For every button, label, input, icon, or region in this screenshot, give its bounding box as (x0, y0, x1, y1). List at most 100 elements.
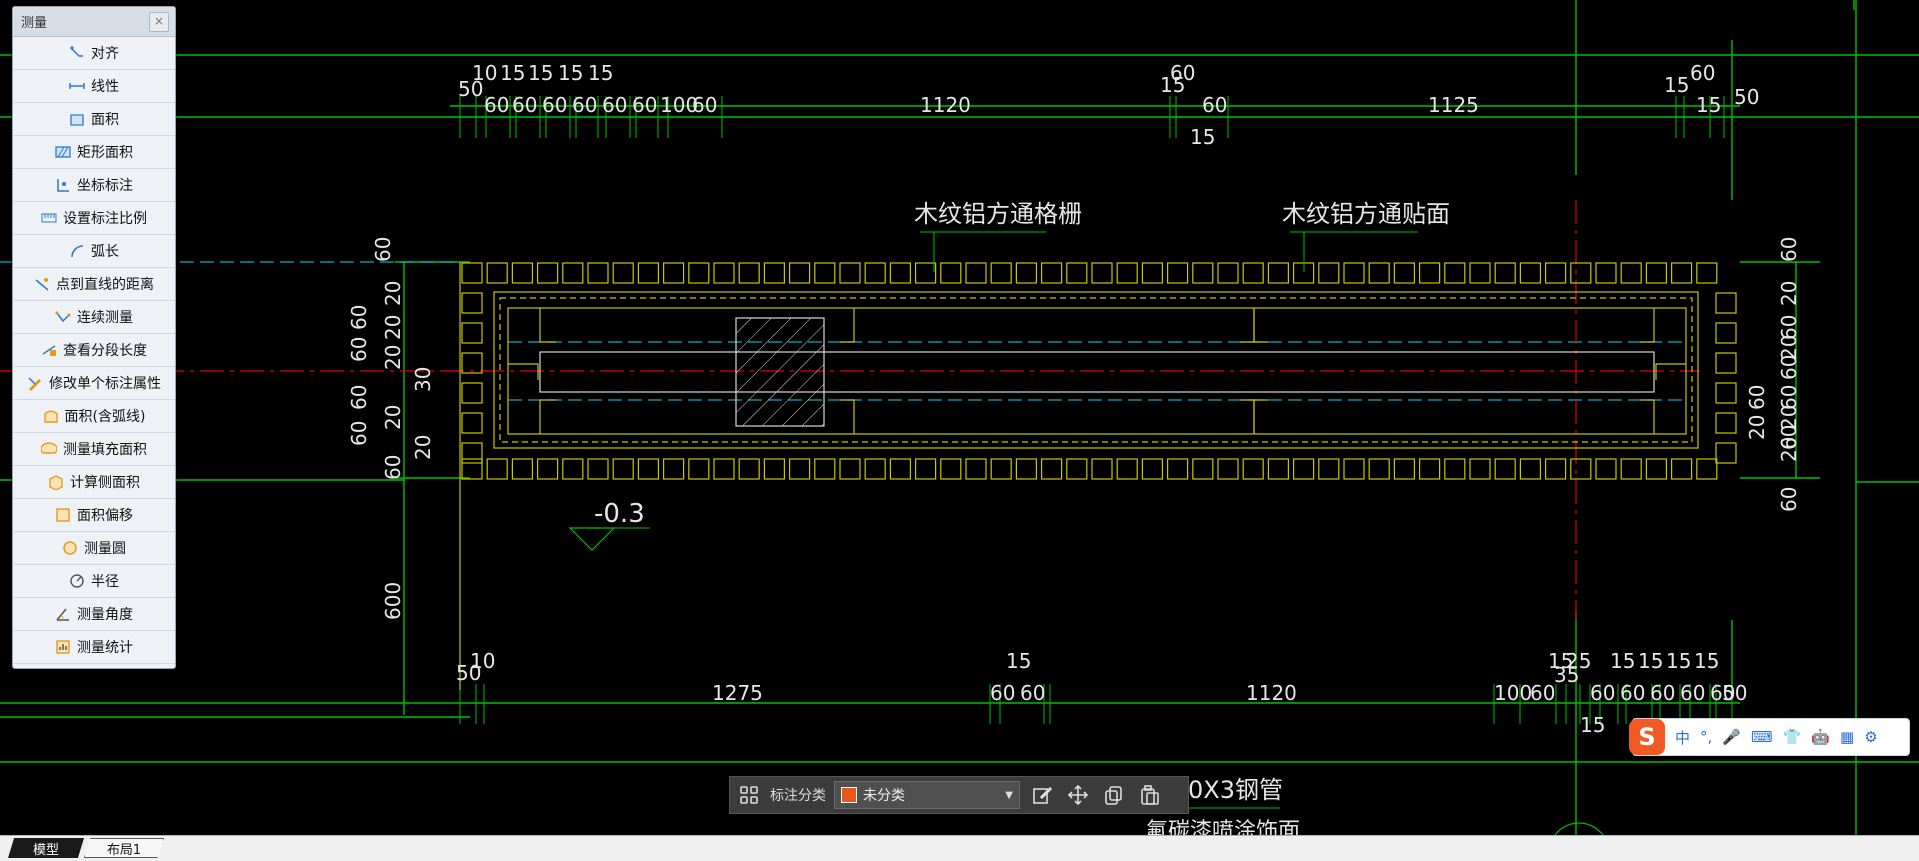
measure-tool-item[interactable]: 测量填充面积 (13, 433, 175, 466)
measure-tool-item[interactable]: 计算侧面积 (13, 466, 175, 499)
grille-slat (1418, 458, 1441, 480)
grille-slat (1066, 458, 1088, 480)
ime-chinese-mode[interactable]: 中 (1675, 728, 1691, 747)
edit-icon[interactable] (1028, 781, 1056, 809)
dim-top-text: 10 (472, 61, 497, 85)
grid-icon[interactable] (736, 782, 762, 808)
grille-slat (536, 458, 559, 480)
segment-icon (41, 342, 57, 358)
measure-tool-item[interactable]: 设置标注比例 (13, 202, 175, 235)
measure-tool-item[interactable]: 线性 (13, 70, 175, 103)
pipe-label: 0X3钢管 (1188, 776, 1283, 804)
tab-model[interactable]: 模型 (8, 838, 84, 858)
measure-tool-item[interactable]: 对齐 (13, 37, 175, 70)
microphone-icon[interactable]: 🎤 (1722, 728, 1741, 746)
dim-right-text: 60 (1777, 487, 1801, 512)
toolbox-icon[interactable]: ▦ (1840, 728, 1855, 746)
dim-right-text: 20 (1777, 335, 1801, 360)
dim-top-text: 50 (1734, 85, 1759, 109)
ime-logo[interactable]: S (1629, 719, 1665, 755)
dim-top-text: 60 (572, 93, 597, 117)
dim-left-text: 60 (347, 337, 371, 362)
measure-tool-label: 查看分段长度 (63, 343, 147, 359)
grille-slat (486, 458, 508, 480)
grille-slat (763, 262, 786, 284)
move-icon[interactable] (1064, 781, 1092, 809)
dim-top-text: 15 (1664, 73, 1689, 97)
grille-slat (1494, 458, 1516, 480)
grille-slat (461, 442, 483, 464)
grille-slat (1141, 262, 1164, 284)
grille-slat (511, 458, 534, 480)
settings-icon[interactable]: ⚙ (1864, 728, 1878, 746)
measure-tool-item[interactable]: 测量圆 (13, 532, 175, 565)
dim-bottom-text: 100 (1494, 681, 1532, 705)
grille-slat (713, 262, 735, 284)
measure-tool-item[interactable]: 测量角度 (13, 598, 175, 631)
dim-top-text: 50 (458, 77, 483, 101)
grille-slat (461, 322, 483, 344)
measure-tool-item[interactable]: 点到直线的距离 (13, 268, 175, 301)
skin-icon[interactable]: 👕 (1782, 728, 1802, 746)
layout-tab-bar: 模型 布局1 (0, 835, 1919, 861)
dim-bottom-text: 60 (1650, 681, 1675, 705)
grille-slat (1066, 262, 1088, 284)
measure-tool-label: 测量角度 (77, 607, 133, 623)
measure-tool-item[interactable]: 坐标标注 (13, 169, 175, 202)
grille-slat (1015, 458, 1038, 480)
dim-left-text: 20 (381, 315, 405, 340)
dim-bottom-text: 15 (1548, 649, 1573, 673)
tab-layout1[interactable]: 布局1 (84, 838, 164, 858)
dim-right-text: 60 (1777, 355, 1801, 380)
dim-top-text: 15 (1160, 73, 1185, 97)
grille-slat (1091, 262, 1113, 284)
measure-tool-item[interactable]: 半径 (13, 565, 175, 598)
measure-tool-label: 计算侧面积 (70, 475, 140, 491)
copy-icon[interactable] (1100, 781, 1128, 809)
dim-left-text: 60 (347, 305, 371, 330)
keyboard-icon[interactable]: ⌨ (1750, 728, 1773, 746)
measure-tool-item[interactable]: 弧长 (13, 235, 175, 268)
grille-slat (763, 458, 786, 480)
grille-slat (1040, 458, 1063, 480)
dim-bottom-text: 60 (1590, 681, 1615, 705)
dim-bottom-text: 60 (1620, 681, 1645, 705)
measure-tool-label: 面积偏移 (77, 508, 133, 524)
paste-icon[interactable] (1136, 781, 1164, 809)
grille-slat (1116, 262, 1138, 284)
dim-top-text: 15 (1696, 93, 1721, 117)
grille-slat (1544, 458, 1567, 480)
grille-slat (1343, 458, 1365, 480)
measure-tool-item[interactable]: 面积(含弧线) (13, 400, 175, 433)
measure-tool-item[interactable]: 面积 (13, 103, 175, 136)
measure-tool-item[interactable]: 测量统计 (13, 631, 175, 664)
grille-slat (1645, 458, 1668, 480)
grille-slat (1368, 458, 1390, 480)
grille-slat (1166, 262, 1189, 284)
chevron-down-icon[interactable]: ▼ (1005, 789, 1013, 801)
ime-punctuation[interactable]: °, (1700, 728, 1713, 746)
grille-slat (1696, 458, 1718, 480)
dim-top-text: 15 (500, 61, 525, 85)
dim-left-text: 30 (411, 367, 435, 392)
robot-icon[interactable]: 🤖 (1811, 728, 1831, 746)
grille-slat (864, 458, 886, 480)
dim-bottom-text: 15 (1610, 649, 1635, 673)
grille-slat (1192, 262, 1214, 284)
measure-tool-item[interactable]: 矩形面积 (13, 136, 175, 169)
measure-tool-item[interactable]: 修改单个标注属性 (13, 367, 175, 400)
grille-slat (713, 458, 735, 480)
close-icon[interactable]: × (149, 11, 169, 32)
measure-panel-header[interactable]: 测量 × (13, 7, 175, 37)
dim-bottom-text: 60 (1710, 681, 1735, 705)
grille-slat (788, 458, 811, 480)
measure-tool-label: 线性 (91, 79, 119, 95)
measure-tool-item[interactable]: 连续测量 (13, 301, 175, 334)
annotation-category-select[interactable]: 未分类 ▼ (834, 781, 1020, 809)
measure-tool-item[interactable]: 面积偏移 (13, 499, 175, 532)
dim-bottom-text: 60 (990, 681, 1015, 705)
grille-slat (1494, 262, 1516, 284)
measure-tool-list: 对齐线性面积矩形面积坐标标注设置标注比例弧长点到直线的距离连续测量查看分段长度修… (13, 37, 175, 664)
measure-tool-item[interactable]: 查看分段长度 (13, 334, 175, 367)
